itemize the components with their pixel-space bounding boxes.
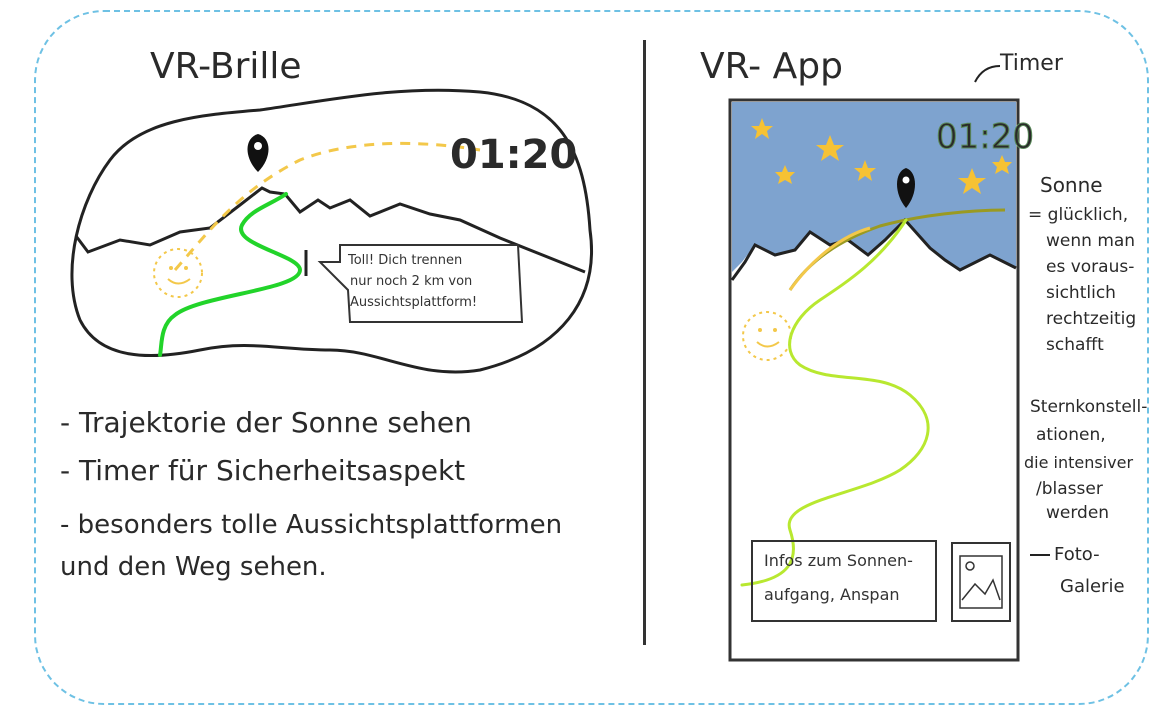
stars-note-3: die intensiver bbox=[1024, 453, 1133, 472]
sonne-note-7: schafft bbox=[1046, 335, 1104, 355]
sun-trajectory-right-lower bbox=[788, 226, 871, 291]
sonne-note-6: rechtzeitig bbox=[1046, 309, 1136, 329]
location-pin-right-icon bbox=[897, 168, 915, 208]
smiley-sun-left bbox=[153, 248, 203, 298]
hiking-path-left bbox=[158, 192, 303, 357]
star-icon bbox=[854, 160, 876, 181]
bullet-2: - Timer für Sicherheitsaspekt bbox=[60, 454, 465, 487]
stars-note-1: Sternkonstell- bbox=[1030, 397, 1147, 417]
star-icon bbox=[775, 165, 795, 184]
speech-bubble bbox=[317, 244, 524, 323]
bubble-line-3: Aussichtsplattform! bbox=[350, 295, 477, 310]
bullet-3: - besonders tolle Aussichtsplattformen bbox=[60, 510, 562, 540]
stars bbox=[751, 118, 1012, 194]
mountain-line-right bbox=[730, 217, 1017, 281]
bullet-4: und den Weg sehen. bbox=[60, 552, 327, 582]
timer-pointer bbox=[974, 65, 1001, 83]
star-icon bbox=[816, 135, 844, 161]
info-box[interactable] bbox=[751, 540, 937, 622]
sonne-note-2: = glücklich, bbox=[1028, 205, 1128, 225]
star-icon bbox=[992, 155, 1012, 174]
gallery-note-1: Foto- bbox=[1054, 544, 1100, 565]
info-line-2: aufgang, Anspan bbox=[764, 585, 900, 604]
sonne-note-5: sichtlich bbox=[1046, 283, 1116, 303]
hiking-path-right bbox=[740, 218, 930, 587]
bubble-line-1: Toll! Dich trennen bbox=[347, 253, 462, 268]
sonne-note-3: wenn man bbox=[1046, 231, 1135, 251]
timer-left: 01:20 bbox=[450, 132, 577, 178]
star-icon bbox=[751, 118, 773, 139]
mountain-line-left bbox=[74, 186, 586, 274]
stars-note-4: /blasser bbox=[1036, 479, 1103, 499]
bubble-line-2: nur noch 2 km von bbox=[350, 274, 472, 289]
photo-gallery-button[interactable] bbox=[951, 542, 1011, 622]
timer-label: Timer bbox=[999, 51, 1064, 76]
right-title: VR- App bbox=[700, 46, 843, 87]
image-icon bbox=[959, 555, 1003, 609]
sketch-canvas: VR-Brille 01:20 Toll! Dich trennen nur n… bbox=[60, 46, 1147, 662]
sonne-note-4: es voraus- bbox=[1046, 257, 1134, 277]
night-sky bbox=[732, 102, 1016, 272]
stars-note-2: ationen, bbox=[1036, 425, 1106, 445]
gallery-note-2: Galerie bbox=[1060, 576, 1125, 597]
sonne-note-1: Sonne bbox=[1040, 173, 1103, 197]
star-icon bbox=[958, 168, 986, 194]
goggles-outline bbox=[70, 88, 593, 374]
left-title: VR-Brille bbox=[150, 46, 302, 87]
stars-note-5: werden bbox=[1046, 503, 1109, 523]
location-pin-icon bbox=[247, 134, 269, 172]
sun-trajectory-left bbox=[173, 141, 481, 271]
bullet-1: - Trajektorie der Sonne sehen bbox=[60, 406, 472, 439]
info-line-1: Infos zum Sonnen- bbox=[764, 551, 913, 570]
panel-divider bbox=[643, 40, 646, 645]
timer-right: 01:20 bbox=[936, 117, 1034, 157]
